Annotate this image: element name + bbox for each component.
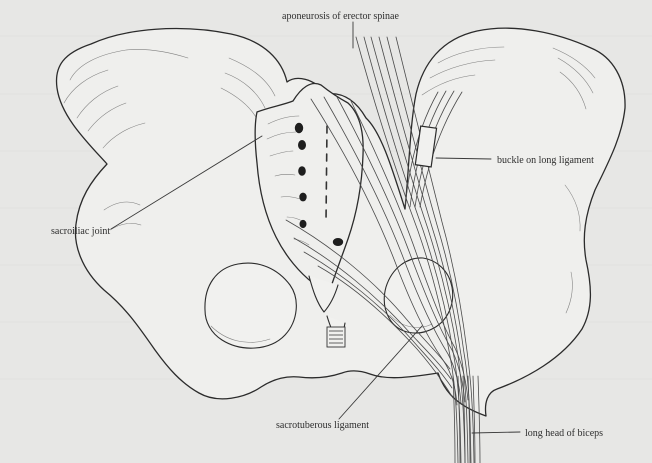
biceps-label: long head of biceps [525, 428, 603, 439]
sacroiliac-label: sacroiliac joint [51, 226, 110, 237]
coccyx-stripe [327, 327, 345, 347]
aponeurosis-label: aponeurosis of erector spinae [282, 11, 399, 22]
sacrotuberous-label: sacrotuberous ligament [276, 420, 369, 431]
buckle-label: buckle on long ligament [497, 155, 594, 166]
